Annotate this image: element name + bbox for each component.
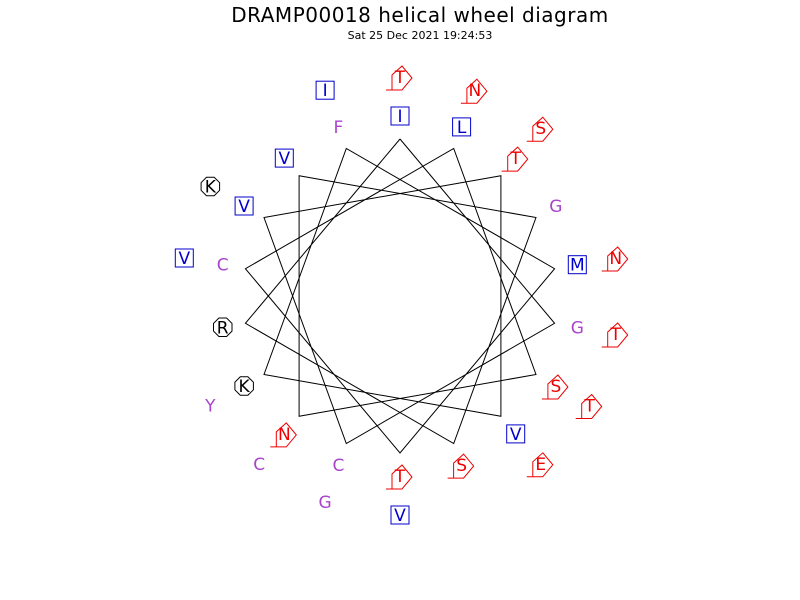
residue-15: V: [274, 148, 294, 169]
residue-letter: G: [319, 493, 332, 513]
residue-letter: T: [394, 68, 406, 88]
wheel-star-lines: [244, 138, 556, 454]
residue-letter: F: [334, 118, 344, 138]
residue-pentagon-marker: [447, 453, 475, 479]
residue-letter: K: [239, 377, 251, 397]
residue-pentagon-marker: [270, 422, 297, 448]
residue-4: V: [234, 196, 254, 217]
timestamp: Sat 25 Dec 2021 19:24:53: [347, 29, 493, 42]
residue-24: E: [526, 452, 554, 478]
residue-letter: Y: [204, 397, 216, 417]
residue-31: T: [575, 393, 603, 419]
residue-letter: V: [178, 249, 190, 269]
residue-square-marker: [506, 424, 526, 444]
residue-letter: S: [551, 377, 562, 397]
residue-octagon-marker: [213, 317, 233, 337]
residue-letter: S: [456, 456, 467, 476]
residue-letter: I: [397, 107, 402, 127]
wheel-star-polyline: [244, 138, 556, 454]
residue-pentagon-marker: [601, 322, 629, 348]
residue-letter: V: [238, 197, 250, 217]
residue-letter: I: [323, 81, 328, 101]
residue-letter: T: [394, 467, 406, 487]
residue-20: T: [601, 322, 629, 348]
residue-letter: S: [535, 119, 546, 139]
residue-16: G: [549, 197, 562, 217]
residue-1: I: [390, 106, 410, 127]
residue-octagon-marker: [234, 376, 254, 396]
page-title: DRAMP00018 helical wheel diagram: [231, 3, 609, 27]
residue-square-marker: [274, 148, 294, 168]
residue-pentagon-marker: [526, 452, 554, 478]
residue-29: V: [174, 248, 194, 269]
residue-square-marker: [452, 117, 472, 137]
residue-30: N: [460, 78, 488, 104]
residue-letter: K: [205, 178, 217, 198]
residue-7: K: [234, 376, 254, 397]
residue-pentagon-marker: [386, 65, 413, 91]
residue-letter: E: [535, 455, 546, 475]
residue-11: C: [217, 256, 229, 276]
residue-9: M: [567, 255, 587, 276]
residue-25: Y: [204, 397, 216, 417]
residue-letter: T: [610, 325, 622, 345]
residue-19: T: [386, 65, 413, 91]
residue-3: C: [332, 456, 344, 476]
residue-letter: N: [278, 425, 291, 445]
residue-18: R: [213, 317, 233, 338]
residue-pentagon-marker: [386, 464, 413, 490]
residue-21: G: [319, 493, 332, 513]
residue-12: L: [452, 117, 472, 138]
residue-22: K: [200, 176, 221, 198]
residue-letter: C: [253, 455, 265, 475]
residue-pentagon-marker: [501, 146, 529, 172]
residue-32: C: [253, 455, 265, 475]
residue-letter: M: [570, 256, 585, 276]
residue-letter: V: [394, 506, 406, 526]
residue-8: F: [334, 118, 344, 138]
residue-letter: N: [609, 249, 622, 269]
residue-pentagon-marker: [575, 393, 603, 419]
residue-letter: T: [584, 397, 596, 417]
residue-pentagon-marker: [460, 78, 488, 104]
residue-pentagon-marker: [601, 246, 629, 272]
residue-letter: R: [217, 318, 229, 338]
residue-square-marker: [567, 255, 587, 275]
residue-square-marker: [234, 196, 254, 216]
residue-2: G: [571, 318, 584, 338]
residue-letter: V: [510, 425, 522, 445]
residue-14: N: [270, 422, 297, 448]
residue-5: T: [501, 146, 529, 172]
residue-23: S: [526, 116, 554, 142]
residue-letter: G: [549, 197, 562, 217]
residue-27: N: [601, 246, 629, 272]
residue-octagon-marker: [200, 176, 221, 197]
residue-13: S: [541, 374, 569, 400]
residue-letter: N: [469, 81, 482, 101]
residue-pentagon-marker: [526, 116, 554, 142]
residue-6: V: [506, 424, 526, 445]
residue-letter: G: [571, 318, 584, 338]
residue-square-marker: [390, 505, 410, 525]
residue-square-marker: [390, 106, 410, 126]
residue-letter: C: [332, 456, 344, 476]
residue-letter: V: [278, 149, 290, 169]
residue-square-marker: [315, 80, 335, 100]
residue-17: S: [447, 453, 475, 479]
residue-square-marker: [174, 248, 194, 268]
residue-10: T: [386, 464, 413, 490]
residue-letter: C: [217, 256, 229, 276]
residue-letter: L: [457, 118, 467, 138]
residue-26: I: [315, 80, 335, 101]
residue-28: V: [390, 505, 410, 526]
residue-letter: T: [510, 149, 522, 169]
residue-pentagon-marker: [541, 374, 569, 400]
